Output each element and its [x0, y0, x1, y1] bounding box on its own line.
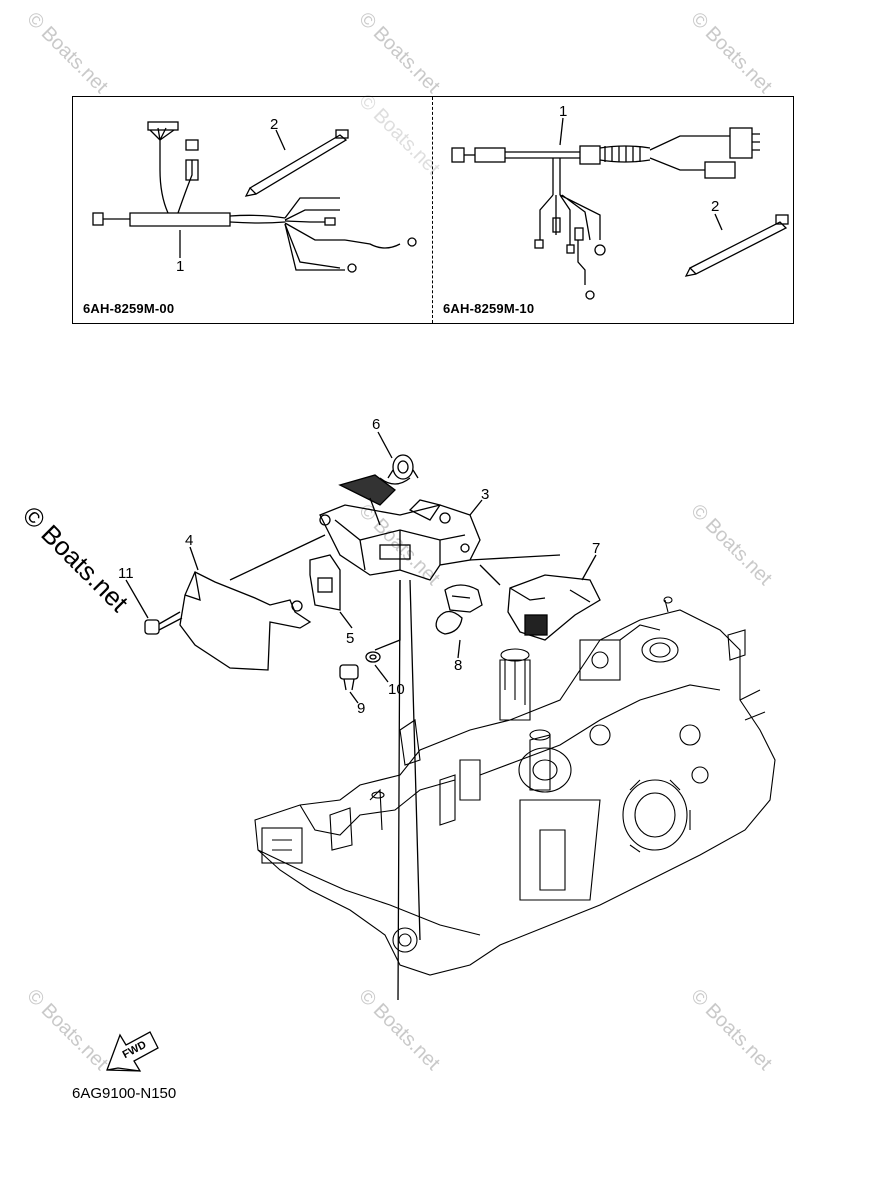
- callout-6: 6: [372, 416, 381, 433]
- leader-line: [559, 117, 564, 146]
- reference-code: 6AG9100-N150: [72, 1085, 177, 1102]
- left-wire-harness: [92, 121, 417, 273]
- grommet-part-6: [379, 454, 419, 485]
- leader-line: [581, 554, 597, 581]
- harness-inset: 6AH-8259M-00 6AH-8259M-10: [72, 96, 794, 324]
- inset-right-callout-2: 2: [711, 198, 720, 215]
- plate-part-5: [309, 554, 341, 611]
- inset-right-callout-1: 1: [559, 103, 568, 120]
- leader-line: [457, 639, 461, 659]
- leader-line: [125, 579, 149, 619]
- cover-part-4: [179, 571, 312, 671]
- callout-11: 11: [118, 565, 134, 582]
- callout-3: 3: [481, 486, 490, 503]
- bracket-part-3: [319, 474, 481, 581]
- leader-line: [469, 499, 483, 516]
- callout-10: 10: [388, 681, 405, 698]
- leader-line: [339, 611, 353, 629]
- callout-4: 4: [185, 532, 194, 549]
- leader-line: [374, 664, 389, 683]
- bolt-part-9: [339, 664, 359, 691]
- bolt-part-11: [144, 611, 183, 635]
- leader-line: [479, 564, 501, 586]
- inset-divider: [432, 97, 433, 323]
- leader-line: [377, 431, 393, 459]
- callout-9: 9: [357, 700, 366, 717]
- fwd-arrow-icon: [106, 1031, 159, 1072]
- inset-left-callout-1: 1: [176, 258, 185, 275]
- left-cable-tie: [244, 129, 349, 197]
- clamp-part-8: [435, 584, 483, 635]
- leader-line: [714, 213, 723, 231]
- callout-8: 8: [454, 657, 463, 674]
- right-cable-tie: [684, 214, 789, 277]
- callout-5: 5: [346, 630, 355, 647]
- leader-line: [374, 580, 401, 651]
- leader-line: [349, 691, 359, 704]
- washer-part-10: [365, 651, 381, 663]
- leader-line: [189, 546, 199, 571]
- leader-line: [275, 129, 286, 151]
- connector-box-part-7: [507, 574, 601, 641]
- right-wire-harness: [451, 127, 760, 300]
- left-part-code: 6AH-8259M-00: [83, 301, 175, 316]
- leader-line: [469, 554, 561, 561]
- inset-left-callout-2: 2: [270, 116, 279, 133]
- callout-7: 7: [592, 540, 601, 557]
- right-part-code: 6AH-8259M-10: [443, 301, 535, 316]
- engine-block: [254, 596, 776, 976]
- leader-line: [229, 534, 326, 581]
